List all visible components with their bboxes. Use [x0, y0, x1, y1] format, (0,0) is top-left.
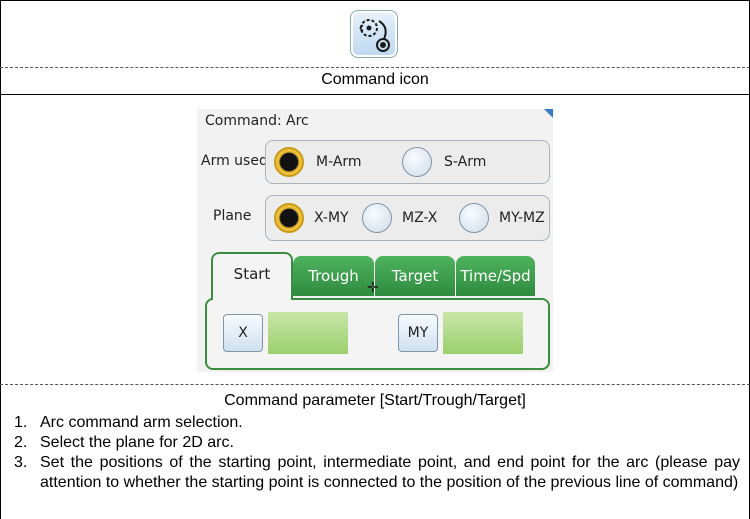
corner-marker	[544, 109, 553, 118]
divider	[0, 67, 750, 68]
plane-selector: X-MY MZ-X MY-MZ	[265, 195, 550, 241]
tab-trough[interactable]: Trough	[293, 256, 374, 296]
plane-label: Plane	[213, 208, 252, 224]
arm-selector: M-Arm S-Arm	[265, 140, 550, 184]
parameter-caption: Command parameter [Start/Trough/Target]	[224, 392, 526, 409]
step-number: 3.	[14, 454, 28, 471]
x-my-label: X-MY	[314, 210, 349, 226]
tab-time-spd[interactable]: Time/Spd	[456, 256, 535, 296]
list-item: 1. Arc command arm selection.	[14, 413, 740, 433]
step-text: Arc command arm selection.	[40, 414, 243, 431]
radio-s-arm[interactable]	[402, 147, 432, 177]
tab-start[interactable]: Start	[211, 252, 293, 300]
radio-m-arm[interactable]	[274, 147, 304, 177]
s-arm-label: S-Arm	[444, 154, 487, 170]
divider	[0, 384, 750, 385]
axis-my-input[interactable]	[443, 312, 523, 354]
mz-x-label: MZ-X	[402, 210, 438, 226]
command-value: Arc	[286, 113, 309, 129]
table-border-top	[0, 0, 750, 1]
arm-used-label: Arm used	[201, 153, 268, 169]
table-border-left	[0, 0, 1, 519]
list-item: 3. Set the positions of the starting poi…	[14, 453, 740, 493]
crosshair-cursor-icon: ✛	[367, 280, 379, 296]
axis-x-button[interactable]: X	[223, 314, 263, 352]
arc-command-panel: Command: Arc Arm used M-Arm S-Arm Plane …	[197, 109, 553, 372]
step-list: 1. Arc command arm selection. 2. Select …	[14, 413, 740, 493]
step-number: 2.	[14, 434, 28, 451]
radio-mz-x[interactable]	[362, 203, 392, 233]
axis-x-input[interactable]	[268, 312, 348, 354]
icon-caption: Command icon	[321, 71, 429, 88]
tab-target[interactable]: Target	[375, 256, 455, 296]
list-item: 2. Select the plane for 2D arc.	[14, 433, 740, 453]
m-arm-label: M-Arm	[316, 154, 362, 170]
command-label: Command:	[205, 113, 282, 129]
arc-command-icon[interactable]	[350, 10, 398, 58]
my-mz-label: MY-MZ	[499, 210, 545, 226]
step-text: Select the plane for 2D arc.	[40, 434, 234, 451]
divider	[0, 94, 750, 95]
step-text: Set the positions of the starting point,…	[40, 454, 740, 491]
radio-my-mz[interactable]	[459, 203, 489, 233]
radio-x-my[interactable]	[274, 203, 304, 233]
axis-my-button[interactable]: MY	[398, 314, 438, 352]
step-number: 1.	[14, 414, 28, 431]
tab-content-start: X MY	[205, 298, 550, 370]
